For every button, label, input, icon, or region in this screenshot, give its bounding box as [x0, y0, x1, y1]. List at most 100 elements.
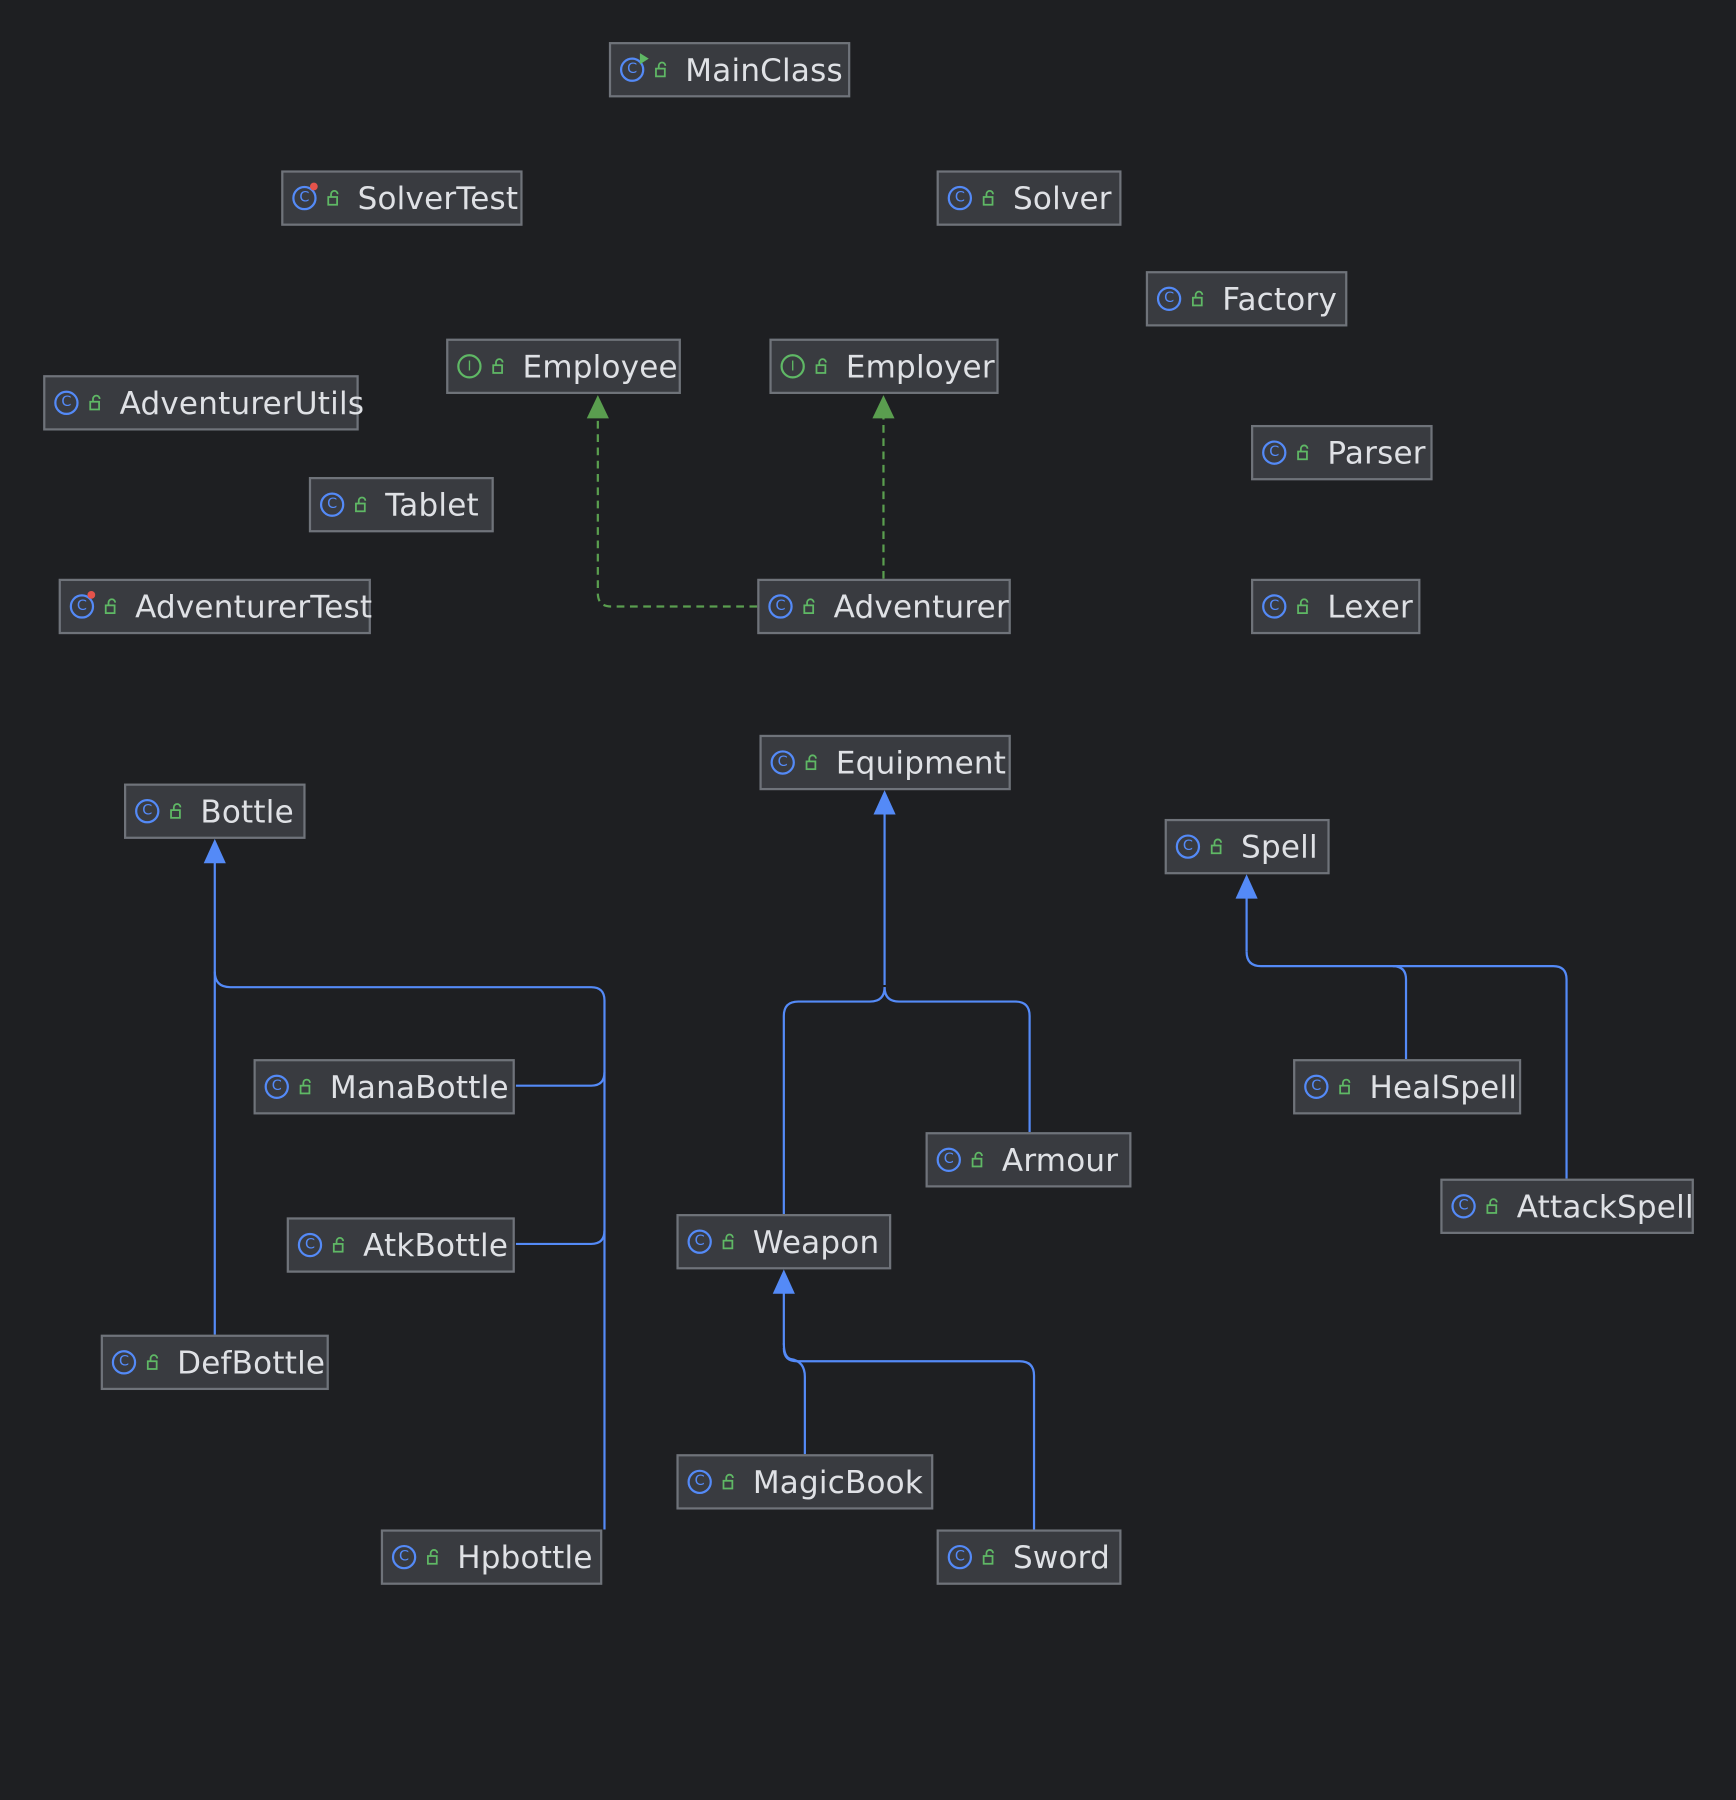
- class-node-label: MainClass: [685, 51, 843, 88]
- public-lock-icon: [169, 802, 184, 820]
- class-icon: C: [1451, 1194, 1476, 1219]
- class-node-label: Adventurer: [833, 588, 1009, 625]
- class-node-label: AdventurerTest: [135, 588, 373, 625]
- class-node-label: Spell: [1241, 828, 1318, 865]
- class-node-label: Factory: [1222, 280, 1338, 318]
- class-node-adventurer[interactable]: C Adventurer: [757, 578, 1011, 635]
- class-icon: C: [111, 1350, 137, 1375]
- class-test-icon: C: [69, 590, 96, 619]
- interface-icon: I: [780, 354, 805, 379]
- class-node-label: Lexer: [1327, 588, 1413, 625]
- edge-atkbottle-bottle: [515, 1230, 606, 1246]
- public-lock-icon: [1486, 1197, 1501, 1215]
- class-node-label: DefBottle: [177, 1344, 326, 1381]
- public-lock-icon: [146, 1353, 161, 1371]
- edge-armour-equipment: [883, 987, 1031, 1133]
- class-icon: C: [1156, 286, 1182, 311]
- class-icon: C: [1304, 1074, 1329, 1099]
- class-icon: C: [1175, 834, 1201, 859]
- class-node-label: Solver: [1012, 179, 1112, 217]
- public-lock-icon: [332, 1236, 347, 1254]
- public-lock-icon: [815, 357, 830, 375]
- class-node-label: Tablet: [385, 486, 479, 523]
- class-icon: C: [768, 594, 793, 619]
- public-lock-icon: [722, 1233, 737, 1251]
- edge-sword-weapon: [782, 1347, 1036, 1530]
- class-node-adventurer-utils[interactable]: C AdventurerUtils: [43, 375, 364, 431]
- edge-manabottle-bottle: [515, 1072, 606, 1087]
- arrowhead-bottle: [203, 838, 226, 864]
- public-lock-icon: [1296, 598, 1311, 616]
- class-test-icon: C: [292, 182, 318, 211]
- edge-bottle-branch: [213, 971, 606, 1530]
- class-node-label: Bottle: [200, 792, 294, 830]
- class-node-bottle[interactable]: C Bottle: [123, 783, 306, 839]
- class-node-solver-test[interactable]: C SolverTest: [281, 170, 523, 226]
- class-node-label: AdventurerUtils: [119, 384, 365, 422]
- class-node-def-bottle[interactable]: C DefBottle: [100, 1334, 329, 1391]
- edge-adventurer-employee: [596, 416, 758, 608]
- arrowhead-employer: [872, 395, 895, 419]
- class-icon: C: [770, 750, 795, 775]
- class-icon: C: [947, 1544, 973, 1570]
- class-icon: C: [1262, 440, 1287, 465]
- inheritance-edges: [213, 813, 1568, 1530]
- class-node-label: Weapon: [752, 1223, 880, 1260]
- public-lock-icon: [982, 1548, 997, 1566]
- class-node-label: HealSpell: [1369, 1068, 1518, 1106]
- class-node-heal-spell[interactable]: C HealSpell: [1293, 1059, 1522, 1115]
- class-node-equipment[interactable]: C Equipment: [759, 734, 1011, 791]
- class-icon: C: [264, 1074, 289, 1099]
- class-node-main-class[interactable]: C MainClass: [608, 42, 851, 98]
- public-lock-icon: [492, 357, 507, 375]
- arrowhead-employee: [586, 395, 609, 419]
- realization-arrowheads: [586, 395, 895, 419]
- public-lock-icon: [327, 189, 342, 207]
- public-lock-icon: [299, 1078, 314, 1096]
- class-node-atk-bottle[interactable]: C AtkBottle: [286, 1217, 515, 1273]
- class-node-adventurer-test[interactable]: C AdventurerTest: [58, 578, 373, 635]
- public-lock-icon: [354, 496, 369, 514]
- class-node-label: MagicBook: [752, 1463, 924, 1501]
- class-main-icon: C: [619, 53, 649, 82]
- public-lock-icon: [1338, 1078, 1353, 1096]
- class-node-sword[interactable]: C Sword: [936, 1529, 1122, 1585]
- class-icon: C: [391, 1544, 417, 1570]
- public-lock-icon: [971, 1151, 986, 1169]
- class-node-spell[interactable]: C Spell: [1164, 818, 1330, 875]
- public-lock-icon: [1210, 838, 1225, 856]
- class-node-factory[interactable]: C Factory: [1145, 271, 1348, 327]
- class-icon: C: [135, 799, 160, 824]
- arrowhead-equipment: [873, 790, 896, 815]
- edge-weapon-equipment: [782, 987, 886, 1215]
- interface-icon: I: [457, 354, 482, 379]
- public-lock-icon: [803, 598, 818, 616]
- class-icon: C: [297, 1232, 323, 1258]
- edges-layer: [203, 395, 1568, 1530]
- arrowhead-weapon: [772, 1269, 795, 1294]
- class-node-label: SolverTest: [357, 179, 519, 217]
- class-node-label: AtkBottle: [363, 1226, 509, 1264]
- class-node-label: Hpbottle: [457, 1538, 593, 1576]
- class-icon: C: [54, 390, 79, 416]
- public-lock-icon: [89, 394, 104, 412]
- class-node-label: Equipment: [835, 744, 1007, 781]
- class-node-label: Sword: [1012, 1538, 1110, 1576]
- realization-edges: [596, 416, 885, 608]
- public-lock-icon: [982, 189, 997, 207]
- class-node-hpbottle[interactable]: C Hpbottle: [380, 1529, 603, 1585]
- public-lock-icon: [805, 754, 820, 772]
- arrowhead-spell: [1235, 874, 1258, 899]
